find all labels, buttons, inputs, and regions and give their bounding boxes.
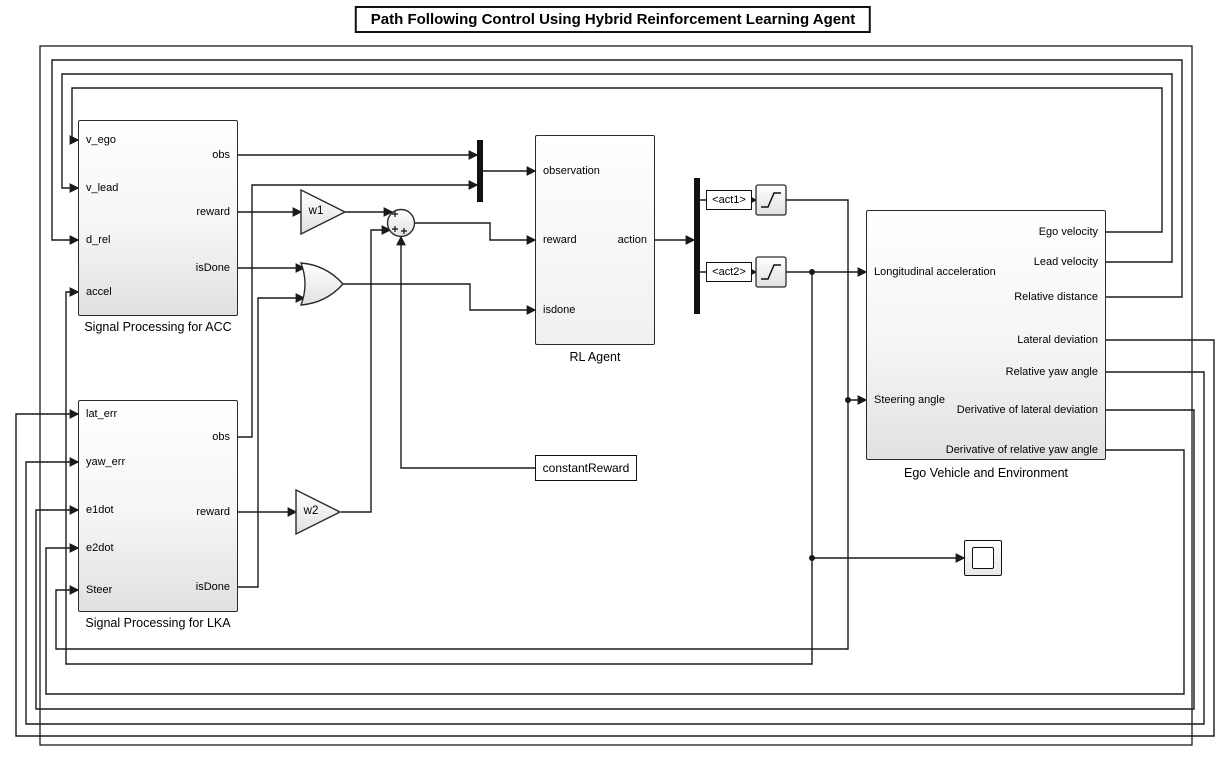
gain-w2-block[interactable] (295, 488, 342, 536)
port-label: v_ego (86, 134, 116, 146)
port-label: obs (212, 149, 230, 161)
scope-screen-icon (972, 547, 994, 569)
wire-e1dot-feedback[interactable] (35, 409, 1195, 710)
port-label: isdone (543, 304, 576, 316)
wire-w2-sum[interactable] (341, 225, 392, 513)
wire-laterr-feedback[interactable] (15, 339, 1215, 737)
wire-yawerr-feedback[interactable] (25, 371, 1205, 725)
wire-lka-obs[interactable] (238, 180, 479, 438)
port-label: observation (543, 165, 600, 177)
ego-block-label: Ego Vehicle and Environment (904, 466, 1068, 480)
wire-or-isdone[interactable] (343, 283, 537, 315)
lka-subsystem-block[interactable]: lat_err yaw_err e1dot e2dot Steer obs re… (78, 400, 238, 612)
ego-vehicle-block[interactable]: Longitudinal acceleration Steering angle… (866, 210, 1106, 460)
port-label: isDone (195, 262, 230, 274)
branch-dot (809, 555, 815, 561)
port-label: Longitudinal acceleration (874, 266, 996, 278)
branch-dot (809, 269, 815, 275)
port-label: e2dot (86, 542, 114, 554)
saturation-curve-icon (761, 192, 781, 208)
mux-bar[interactable] (477, 140, 483, 202)
wire-lka-isdone[interactable] (238, 293, 306, 588)
port-label: e1dot (86, 504, 114, 516)
port-label: reward (196, 206, 230, 218)
port-label: v_lead (86, 182, 119, 194)
lka-block-label: Signal Processing for LKA (85, 616, 231, 630)
sum-plus-icons (392, 211, 407, 234)
saturation1-block[interactable] (755, 184, 787, 216)
port-label: lat_err (86, 408, 118, 420)
port-label: accel (86, 286, 112, 298)
rl-agent-block-label: RL Agent (569, 350, 621, 364)
acc-subsystem-block[interactable]: v_ego v_lead d_rel accel obs reward isDo… (78, 120, 238, 316)
port-label: Lead velocity (1033, 256, 1098, 268)
gain-w1-label: w1 (308, 205, 324, 217)
port-label: reward (543, 234, 577, 246)
port-label: Relative distance (1014, 291, 1098, 303)
port-label: action (617, 234, 647, 246)
port-label: Ego velocity (1038, 226, 1098, 238)
port-label: d_rel (86, 234, 111, 246)
port-label: yaw_err (86, 456, 126, 468)
wire-sat1-steering[interactable] (786, 199, 868, 405)
port-label: Relative yaw angle (1005, 366, 1098, 378)
port-label: Lateral deviation (1017, 334, 1098, 346)
wire-constant-sum[interactable] (396, 235, 535, 469)
acc-block-label: Signal Processing for ACC (84, 320, 232, 334)
port-label: obs (212, 431, 230, 443)
branch-dot (845, 397, 851, 403)
port-label: Steering angle (874, 394, 945, 406)
wire-vego-feedback[interactable] (69, 87, 1163, 233)
port-label: Steer (86, 584, 113, 596)
act1-signal-label[interactable]: <act1> (706, 190, 752, 210)
wire-sum-reward[interactable] (415, 222, 537, 245)
demux-bar[interactable] (694, 178, 700, 314)
model-title: Path Following Control Using Hybrid Rein… (354, 6, 872, 33)
wire-e2dot-feedback[interactable] (45, 449, 1185, 695)
saturation-curve-icon (761, 264, 781, 280)
or-gate-block[interactable] (299, 262, 344, 306)
sum-block[interactable] (386, 208, 416, 238)
gain-w2-label: w2 (303, 505, 319, 517)
port-label: Derivative of lateral deviation (956, 404, 1098, 416)
port-label: Derivative of relative yaw angle (945, 444, 1098, 456)
constant-reward-block[interactable]: constantReward (535, 455, 637, 481)
saturation2-block[interactable] (755, 256, 787, 288)
model-area-border (39, 45, 1193, 746)
wire-vlead-feedback[interactable] (61, 73, 1173, 263)
port-label: reward (196, 506, 230, 518)
port-label: isDone (195, 581, 230, 593)
wire-steer-feedback[interactable] (55, 400, 849, 650)
rl-agent-block[interactable]: observation reward isdone action (535, 135, 655, 345)
gain-w1-block[interactable] (300, 188, 347, 236)
act2-signal-label[interactable]: <act2> (706, 262, 752, 282)
scope-block[interactable] (964, 540, 1002, 576)
wire-accel-feedback[interactable] (65, 272, 813, 665)
wire-drel-feedback[interactable] (51, 59, 1183, 298)
